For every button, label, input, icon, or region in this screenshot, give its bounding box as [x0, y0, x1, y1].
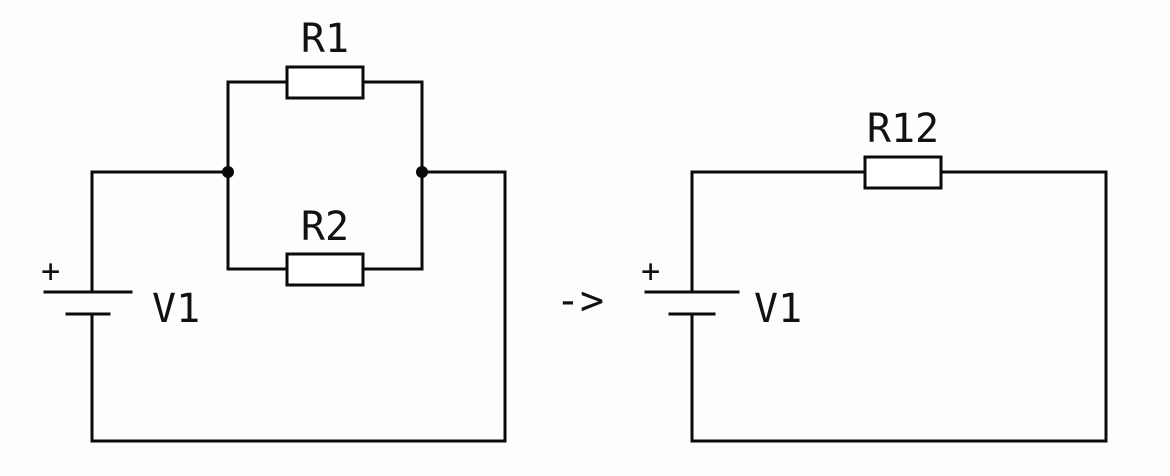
- label-v1-left: V1: [152, 286, 200, 332]
- resistor-r12: [863, 155, 943, 190]
- battery-v1-right: [644, 290, 740, 316]
- left-circuit: R1 R2 V1 +: [41, 16, 507, 443]
- junction-dot-left: [222, 166, 234, 178]
- label-r12: R12: [867, 106, 939, 152]
- resistor-r2: [285, 252, 365, 287]
- wire-right-loop: [690, 170, 1108, 443]
- junction-dot-right: [416, 166, 428, 178]
- battery-v1-left: [43, 290, 133, 316]
- plus-sign-right: +: [641, 252, 660, 290]
- label-r2: R2: [301, 204, 349, 250]
- resistor-r1: [285, 65, 365, 100]
- label-r1: R1: [301, 16, 349, 62]
- transform-arrow: ->: [556, 278, 604, 324]
- wire-left-right: [90, 170, 507, 443]
- label-v1-right: V1: [754, 286, 802, 332]
- right-circuit: R12 V1 +: [641, 106, 1108, 443]
- wire-left-top: [90, 170, 230, 294]
- plus-sign-left: +: [41, 252, 60, 290]
